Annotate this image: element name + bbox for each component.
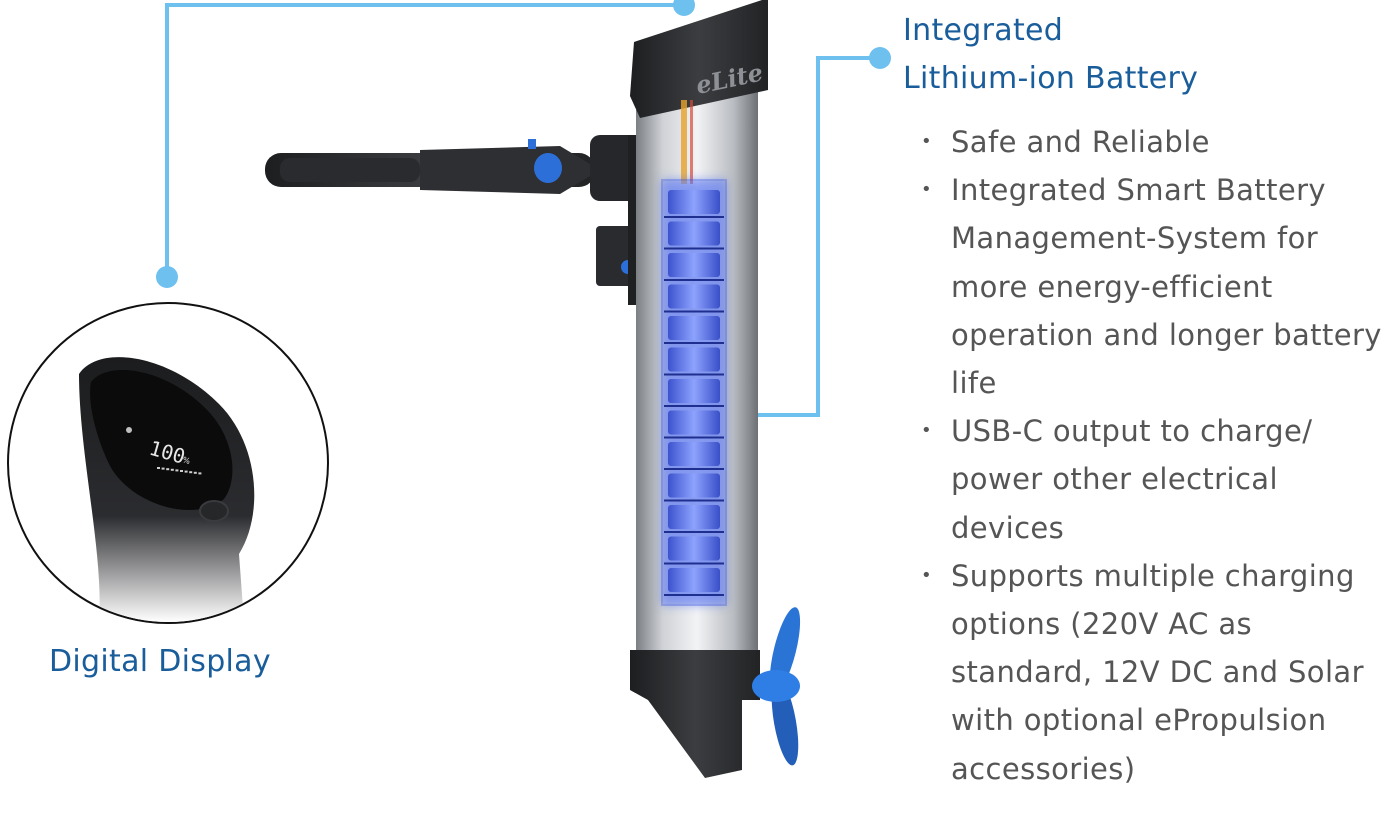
tiller-arm <box>265 135 640 201</box>
feature-item: Safe and Reliable <box>921 118 1390 166</box>
display-unit: % <box>181 455 191 466</box>
display-closeup-illustration: 100 % <box>79 357 255 622</box>
display-connector-dot-top <box>673 0 695 16</box>
display-level-dot <box>166 468 170 471</box>
battery-cell <box>668 505 720 529</box>
propeller <box>752 607 801 766</box>
tiller-button-icon <box>534 153 562 183</box>
display-level-dot <box>193 471 197 474</box>
battery-cell <box>668 316 720 340</box>
display-level-dot <box>184 470 188 473</box>
battery-cell <box>668 347 720 372</box>
battery-heading-line2: Lithium-ion Battery <box>903 61 1199 96</box>
battery-connector-line <box>746 56 880 417</box>
battery-cell <box>668 536 720 561</box>
display-caption: Digital Display <box>49 644 271 679</box>
digital-display-zoom: 100 % <box>7 302 329 624</box>
battery-pack <box>661 179 727 606</box>
display-level-dot <box>170 468 174 471</box>
display-level-dot <box>198 472 202 475</box>
display-connector-line <box>165 3 684 277</box>
battery-cell <box>668 253 720 277</box>
battery-feature-list: Safe and Reliable Integrated Smart Batte… <box>921 118 1390 793</box>
battery-cell <box>668 284 720 309</box>
battery-connector-dot-right <box>869 47 891 69</box>
battery-heading-line1: Integrated <box>903 13 1064 48</box>
battery-heading: Integrated Lithium-ion Battery <box>903 7 1198 103</box>
display-level-dot <box>161 467 165 470</box>
feature-item: Supports multiple charging options (220V… <box>921 552 1390 793</box>
display-indicator-icon <box>126 427 132 433</box>
display-level-dot <box>180 470 183 472</box>
battery-cell <box>668 473 720 498</box>
battery-cell <box>668 410 720 435</box>
feature-item: Integrated Smart Battery Management-Syst… <box>921 166 1390 407</box>
battery-cell <box>668 190 720 214</box>
display-level-dot <box>189 471 193 474</box>
feature-item: USB-C output to charge/ power other elec… <box>921 407 1390 552</box>
battery-cell <box>668 568 720 592</box>
battery-cell <box>668 379 720 403</box>
battery-cell <box>668 221 720 246</box>
display-power-button <box>199 500 229 522</box>
display-level-dot <box>157 467 160 469</box>
display-level-dot <box>175 469 179 472</box>
display-connector-dot-bottom <box>156 266 178 288</box>
battery-cell <box>668 442 720 466</box>
